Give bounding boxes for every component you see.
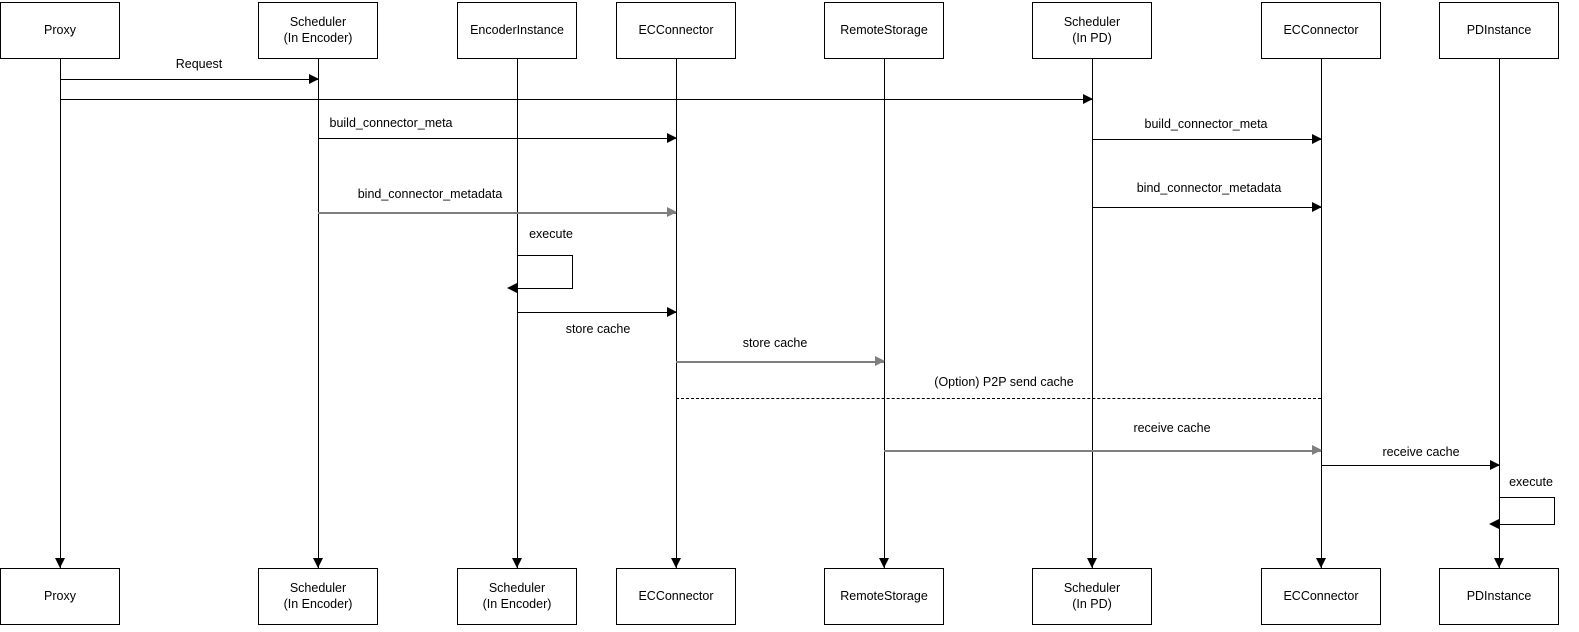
message-label-m11: receive cache: [1382, 445, 1460, 459]
participant-top-ecconn_pd[interactable]: ECConnector: [1261, 2, 1381, 59]
participant-label-line2: (In PD): [1072, 596, 1112, 611]
lifeline-end-arrow-remote: [879, 558, 889, 568]
message-line: [60, 79, 318, 80]
participant-label-line1: Scheduler: [1063, 14, 1121, 29]
participant-label-line1: Scheduler: [1063, 580, 1121, 595]
lifeline-sched_pd: [1092, 59, 1093, 568]
lifeline-end-arrow-sched_pd: [1087, 558, 1097, 568]
lifeline-end-arrow-sched_enc: [313, 558, 323, 568]
participant-bottom-sched_pd[interactable]: Scheduler(In PD): [1032, 568, 1152, 625]
participant-label-line1: ECConnector: [1283, 22, 1359, 37]
message-label-m1: Request: [175, 57, 223, 71]
arrowhead-icon: [507, 283, 517, 293]
participant-top-encoder_inst[interactable]: EncoderInstance: [457, 2, 577, 59]
message-line: [1321, 465, 1499, 466]
participant-label-line1: RemoteStorage: [840, 588, 928, 603]
participant-label-line1: RemoteStorage: [840, 22, 928, 37]
participant-label-line2: (In PD): [1072, 30, 1112, 45]
message-label-m3: build_connector_meta: [329, 116, 453, 130]
arrowhead-icon: [1312, 134, 1322, 144]
self-call-s1[interactable]: [507, 255, 573, 293]
arrowhead-icon: [667, 133, 677, 143]
participant-bottom-sched_enc[interactable]: Scheduler(In Encoder): [258, 568, 378, 625]
self-call-label-s1: execute: [529, 227, 573, 241]
lifeline-remote: [884, 59, 885, 568]
message-label-m5: bind_connector_metadata: [357, 187, 503, 201]
message-label-m10: receive cache: [1133, 421, 1211, 435]
self-call-s2[interactable]: [1489, 497, 1555, 529]
lifeline-end-arrow-proxy: [55, 558, 65, 568]
lifeline-end-arrow-ecconn_pd: [1316, 558, 1326, 568]
message-label-m7: store cache: [565, 322, 631, 336]
participant-label-line1: Scheduler: [488, 580, 546, 595]
message-line: [517, 312, 676, 313]
message-line: [318, 138, 676, 139]
participant-label-line2: (In Encoder): [283, 30, 353, 45]
arrowhead-icon: [875, 356, 885, 366]
message-line: [1092, 207, 1321, 208]
arrowhead-icon: [667, 207, 677, 217]
lifeline-pd_inst: [1499, 59, 1500, 568]
participant-top-sched_pd[interactable]: Scheduler(In PD): [1032, 2, 1152, 59]
arrowhead-icon: [309, 74, 319, 84]
message-label-m8: store cache: [742, 336, 808, 350]
participant-bottom-remote[interactable]: RemoteStorage: [824, 568, 944, 625]
participant-label-line1: EncoderInstance: [470, 22, 564, 37]
participant-label-line2: (In Encoder): [482, 596, 552, 611]
lifeline-sched_enc: [318, 59, 319, 568]
arrowhead-icon: [1490, 460, 1500, 470]
participant-top-proxy[interactable]: Proxy: [0, 2, 120, 59]
participant-bottom-ecconn_pd[interactable]: ECConnector: [1261, 568, 1381, 625]
self-call-label-s2: execute: [1509, 475, 1553, 489]
participant-label-line1: ECConnector: [638, 22, 714, 37]
participant-label-line1: PDInstance: [1466, 22, 1532, 37]
participant-label-line1: PDInstance: [1466, 588, 1532, 603]
message-line: [60, 99, 1092, 100]
arrowhead-icon: [1312, 445, 1322, 455]
participant-bottom-ecconn_enc[interactable]: ECConnector: [616, 568, 736, 625]
participant-top-remote[interactable]: RemoteStorage: [824, 2, 944, 59]
participant-label-line1: Proxy: [44, 588, 76, 603]
participant-label-line1: ECConnector: [1283, 588, 1359, 603]
participant-label-line1: Scheduler: [289, 14, 347, 29]
arrowhead-icon: [1083, 94, 1093, 104]
lifeline-end-arrow-pd_inst: [1494, 558, 1504, 568]
message-label-m9: (Option) P2P send cache: [934, 375, 1074, 389]
participant-label-line1: Scheduler: [289, 580, 347, 595]
lifeline-ecconn_pd: [1321, 59, 1322, 568]
message-line: [884, 450, 1321, 452]
participant-label-line1: Proxy: [44, 22, 76, 37]
lifeline-end-arrow-encoder_inst: [512, 558, 522, 568]
arrowhead-icon: [1489, 519, 1499, 529]
participant-top-sched_enc[interactable]: Scheduler(In Encoder): [258, 2, 378, 59]
message-line: [676, 361, 884, 363]
message-line: [676, 398, 1321, 399]
participant-bottom-pd_inst[interactable]: PDInstance: [1439, 568, 1559, 625]
message-line: [318, 212, 676, 214]
lifeline-proxy: [60, 59, 61, 568]
lifeline-encoder_inst: [517, 59, 518, 568]
arrowhead-icon: [1312, 202, 1322, 212]
message-label-m4: build_connector_meta: [1144, 117, 1268, 131]
participant-label-line1: ECConnector: [638, 588, 714, 603]
arrowhead-icon: [667, 307, 677, 317]
lifeline-end-arrow-ecconn_enc: [671, 558, 681, 568]
message-line: [1092, 139, 1321, 140]
participant-bottom-proxy[interactable]: Proxy: [0, 568, 120, 625]
participant-top-ecconn_enc[interactable]: ECConnector: [616, 2, 736, 59]
participant-bottom-encoder_inst[interactable]: Scheduler(In Encoder): [457, 568, 577, 625]
participant-label-line2: (In Encoder): [283, 596, 353, 611]
participant-top-pd_inst[interactable]: PDInstance: [1439, 2, 1559, 59]
message-label-m6: bind_connector_metadata: [1136, 181, 1282, 195]
